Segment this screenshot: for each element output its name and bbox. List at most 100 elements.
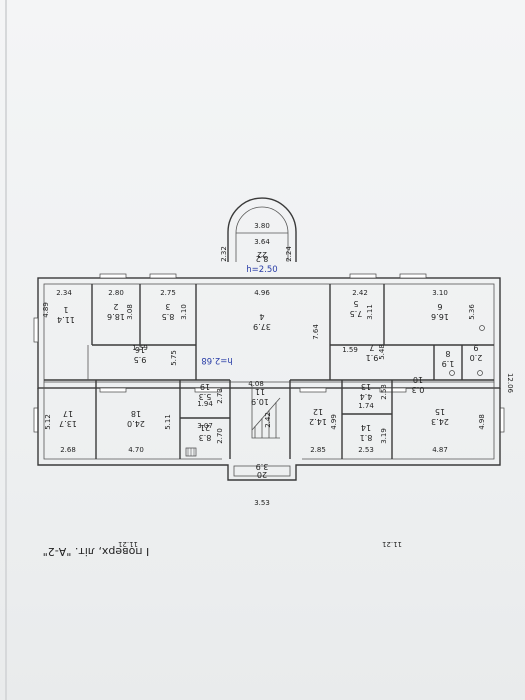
room-number: 4: [259, 312, 264, 321]
room-dim: 2.53: [358, 446, 374, 454]
room-dim: 3.19: [380, 428, 388, 444]
room-number: 6: [437, 302, 442, 311]
porch-right-dim: 2.24: [285, 246, 293, 262]
room-number: 14: [361, 423, 371, 432]
room-area: 9.1: [366, 353, 379, 362]
room-dim: 3.10: [432, 289, 448, 297]
room-dim: 4.08: [248, 380, 264, 388]
room-number: 13: [361, 382, 371, 391]
stair-width-dim: 3.53: [254, 499, 270, 507]
room-area: 18.6: [107, 312, 125, 321]
room-number: 7: [369, 343, 374, 352]
room-area: 24.0: [127, 419, 145, 428]
room-dim: 4.89: [42, 302, 50, 318]
stair: [251, 385, 281, 439]
room-dim: 2.68: [60, 446, 76, 454]
room-number: 5: [353, 299, 358, 308]
room-dim: 2.73: [216, 388, 224, 404]
partitions: [44, 284, 494, 459]
room-area: 4.4: [360, 392, 373, 401]
room-dim: 4.98: [478, 414, 486, 430]
room-number: 3: [165, 302, 170, 311]
room-dim: 5.48: [378, 344, 386, 360]
stair-area: 3.9: [256, 462, 269, 471]
room-number: 19: [200, 382, 210, 391]
room-area: 5.3: [199, 392, 212, 401]
room-number: 18: [131, 409, 141, 418]
room-dim: 4.96: [254, 289, 270, 297]
room-dim: 4.70: [128, 446, 144, 454]
room-dim: 1.74: [358, 402, 374, 410]
room-number: 1: [63, 305, 68, 314]
room-dim: 2.42: [264, 412, 272, 428]
overall-height-dim: 12.06: [506, 373, 514, 394]
porch-height: h=2.50: [246, 265, 277, 275]
floor-caption: І поверх, літ. "А-2": [43, 545, 150, 558]
lower-block: [37, 382, 501, 481]
room-area: 8.5: [162, 312, 175, 321]
room-dim: 2.80: [108, 289, 124, 297]
room-area: 16.6: [431, 312, 449, 321]
room-area: 2.0: [470, 353, 483, 362]
porch-left-dim: 2.32: [220, 246, 228, 262]
room-number: 15: [435, 407, 445, 416]
room-dim: 3.11: [366, 304, 374, 320]
room-dim: 3.10: [180, 304, 188, 320]
room-dim: 2.70: [216, 428, 224, 444]
room-area: 0.3: [412, 385, 425, 394]
riser-icon: [449, 370, 455, 376]
room-dim: 2.42: [352, 289, 368, 297]
room-dim: 2.85: [310, 446, 326, 454]
room-dim: 5.11: [164, 414, 172, 430]
room-dim: 1.59: [342, 346, 358, 354]
room-dim: 1.59: [132, 344, 148, 352]
room-dim: 4.99: [330, 414, 338, 430]
room-area: 8.1: [360, 433, 373, 442]
room-number: 17: [63, 409, 73, 418]
room-dim: 2.34: [56, 289, 72, 297]
porch-mid-dim: 3.64: [254, 238, 270, 246]
room-area: 1.9: [442, 359, 455, 368]
room-area: 10.9: [251, 397, 269, 406]
riser-icon: [477, 370, 483, 376]
room-number: 11: [255, 387, 265, 396]
room-dim: 5.36: [468, 304, 476, 320]
room-dim: 1.94: [197, 400, 213, 408]
room-area: 14.2: [309, 417, 327, 426]
porch-num: 22: [257, 250, 267, 259]
room-dim: 7.64: [312, 324, 320, 340]
room-area: 24.3: [431, 417, 449, 426]
riser-icon: [479, 325, 485, 331]
room-number: 16: [135, 345, 145, 354]
porch: 3.80 3.64 22 8.2 2.32 2.24 h=2.50: [220, 197, 297, 275]
room-dim: 3.07: [197, 422, 213, 430]
overall-bottom-right-dim: 11.21: [382, 540, 402, 548]
room-dim: 5.75: [170, 350, 178, 366]
outer-walls: [33, 273, 505, 433]
main-height: h=2.68: [201, 355, 232, 365]
room-dim: 4.87: [432, 446, 448, 454]
porch-area: 8.2: [256, 254, 269, 263]
room-dim: 3.08: [126, 304, 134, 320]
room-number: 21: [200, 423, 210, 432]
room-number: 2: [113, 302, 118, 311]
room-area: 9.5: [134, 355, 147, 364]
room-area: 8.3: [199, 433, 212, 442]
room-area: 37.9: [253, 322, 271, 331]
room-dim: 2.75: [160, 289, 176, 297]
porch-top-dim: 3.80: [254, 222, 270, 230]
room-dim: 2.53: [380, 384, 388, 400]
room-number: 10: [413, 375, 423, 384]
room-area: 11.4: [57, 315, 75, 324]
stair-num: 20: [257, 470, 267, 479]
room-dim: 5.12: [44, 414, 52, 430]
overall-bottom-left-dim: 11.21: [118, 540, 138, 548]
room-number: 8: [445, 349, 450, 358]
room-number: 12: [313, 407, 323, 416]
room-number: 9: [473, 343, 478, 352]
room-area: 13.7: [59, 419, 77, 428]
room-area: 7.5: [350, 309, 363, 318]
